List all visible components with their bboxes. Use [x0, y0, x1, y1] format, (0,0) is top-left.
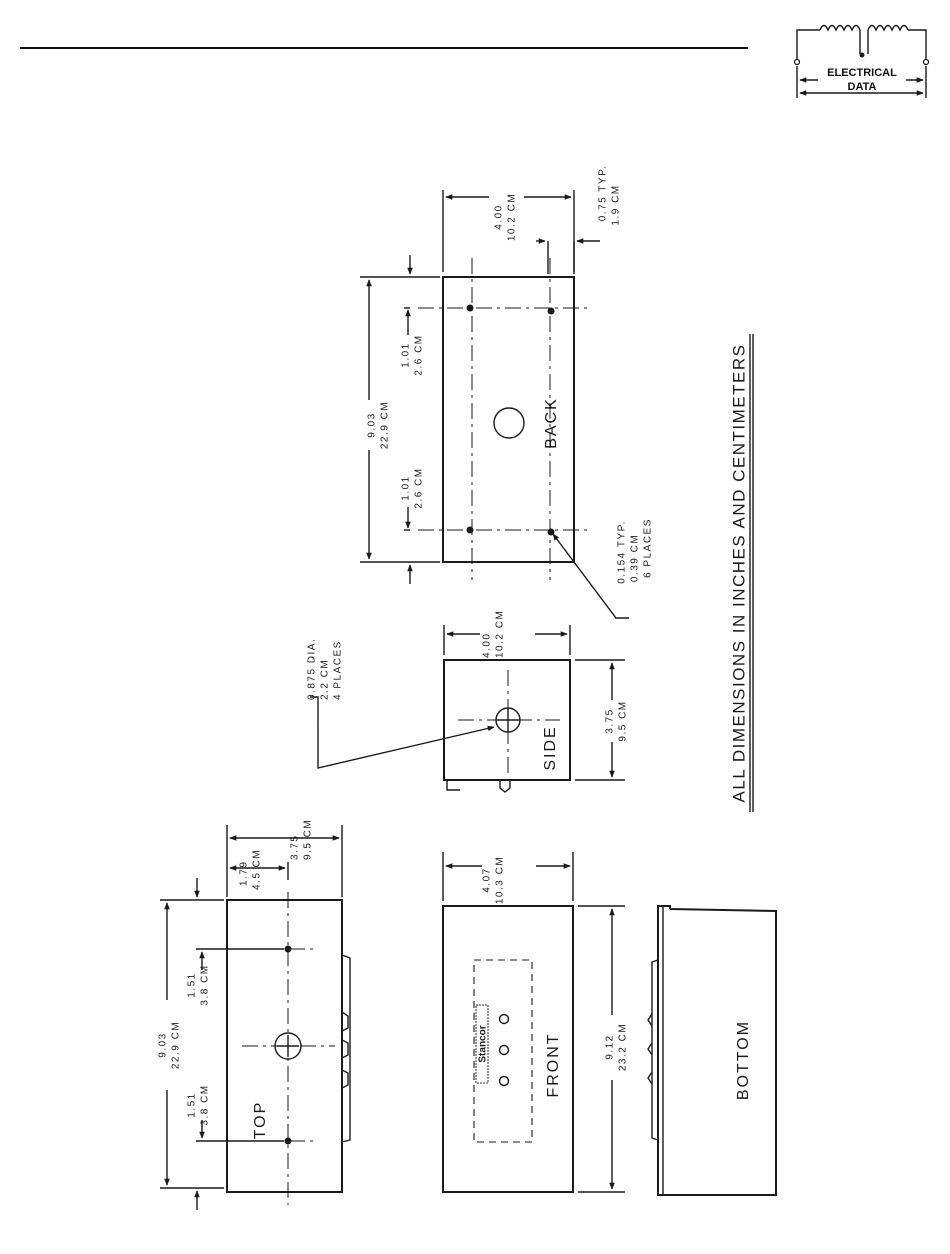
bottom-label: BOTTOM — [735, 1020, 752, 1100]
center-knockout — [493, 407, 525, 439]
top-height-cm: 9.5 CM — [303, 819, 314, 860]
mounting-hole — [547, 307, 555, 315]
top-center-cm: 4.5 CM — [252, 849, 263, 890]
stancor-nameplate-logo: Stancor — [475, 1004, 489, 1084]
electrical-data-logo: ELECTRICAL DATA — [793, 24, 930, 98]
bottom-view: BOTTOM — [647, 905, 777, 1196]
back-width-cm: 10.2 CM — [507, 193, 518, 241]
back-holes-cm: 0.39 CM — [630, 534, 641, 582]
top-label: TOP — [252, 1101, 269, 1140]
back-holes-count: 6 PLACES — [643, 518, 654, 578]
front-width-cm: 10.3 CM — [495, 856, 506, 904]
back-length-cm: 22.9 CM — [380, 401, 391, 449]
top-length-cm: 22.9 CM — [171, 1021, 182, 1069]
front-width-in: 4.07 — [482, 867, 493, 892]
top-length-in: 9.03 — [158, 1032, 169, 1057]
back-length-in: 9.03 — [367, 412, 378, 437]
side-height-cm: 9.5 CM — [618, 700, 629, 741]
back-offset-bottom-cm: 2.6 CM — [414, 467, 425, 508]
back-flange-cm: 1.9 CM — [611, 184, 622, 225]
nameplate-text: Stancor — [478, 1025, 489, 1062]
side-view: SIDE 4.00 10.2 CM 3.75 9.5 CM 0.875 DIA.… — [307, 610, 629, 793]
mounting-hole — [466, 304, 474, 312]
mounting-hole — [466, 526, 474, 534]
top-view: TOP 9.03 22.9 CM 1.51 3.8 CM 1.51 3.8 CM… — [158, 819, 351, 1210]
top-offset-b-cm: 3.8 CM — [200, 1084, 211, 1125]
top-offset-a-in: 1.51 — [187, 972, 198, 997]
side-knockout-cm: 2.2 CM — [320, 659, 331, 700]
top-offset-a-cm: 3.8 CM — [200, 964, 211, 1005]
top-height-in: 3.75 — [290, 835, 301, 860]
dimensions-note: ALL DIMENSIONS IN INCHES AND CENTIMETERS — [729, 334, 754, 812]
back-offset-bottom-in: 1.01 — [401, 475, 412, 500]
side-label: SIDE — [542, 725, 559, 770]
back-offset-top-in: 1.01 — [401, 342, 412, 367]
front-length-cm: 23.2 CM — [618, 1023, 629, 1071]
mounting-hole — [284, 1137, 292, 1145]
side-knockout-in: 0.875 DIA. — [307, 638, 318, 700]
top-center-in: 1.79 — [239, 861, 250, 886]
side-width-in: 4.00 — [482, 633, 493, 658]
back-offset-top-cm: 2.6 CM — [414, 334, 425, 375]
side-width-cm: 10.2 CM — [495, 610, 506, 658]
front-length-in: 9.12 — [605, 1034, 616, 1059]
back-holes-in: 0.154 TYP. — [617, 520, 628, 584]
side-height-in: 3.75 — [605, 708, 616, 733]
logo-line-1: ELECTRICAL — [827, 67, 897, 79]
front-label: FRONT — [545, 1032, 562, 1097]
top-offset-b-in: 1.51 — [187, 1092, 198, 1117]
note-text: ALL DIMENSIONS IN INCHES AND CENTIMETERS — [729, 344, 748, 803]
back-width-in: 4.00 — [494, 204, 505, 229]
front-view: Stancor FRONT 4.07 10.3 CM 9.12 23.2 CM — [442, 852, 629, 1193]
back-flange-in: 0.75 TYP. — [598, 165, 609, 222]
logo-line-2: DATA — [848, 81, 877, 93]
side-knockout-count: 4 PLACES — [333, 640, 344, 700]
knockout-hole — [495, 707, 521, 733]
back-label: BACK — [543, 397, 560, 449]
knockout-hole — [274, 1032, 302, 1060]
back-view: BACK 4.00 10.2 CM 9.03 22.9 CM 1.01 2.6 … — [360, 165, 654, 619]
mounting-hole — [284, 945, 292, 953]
